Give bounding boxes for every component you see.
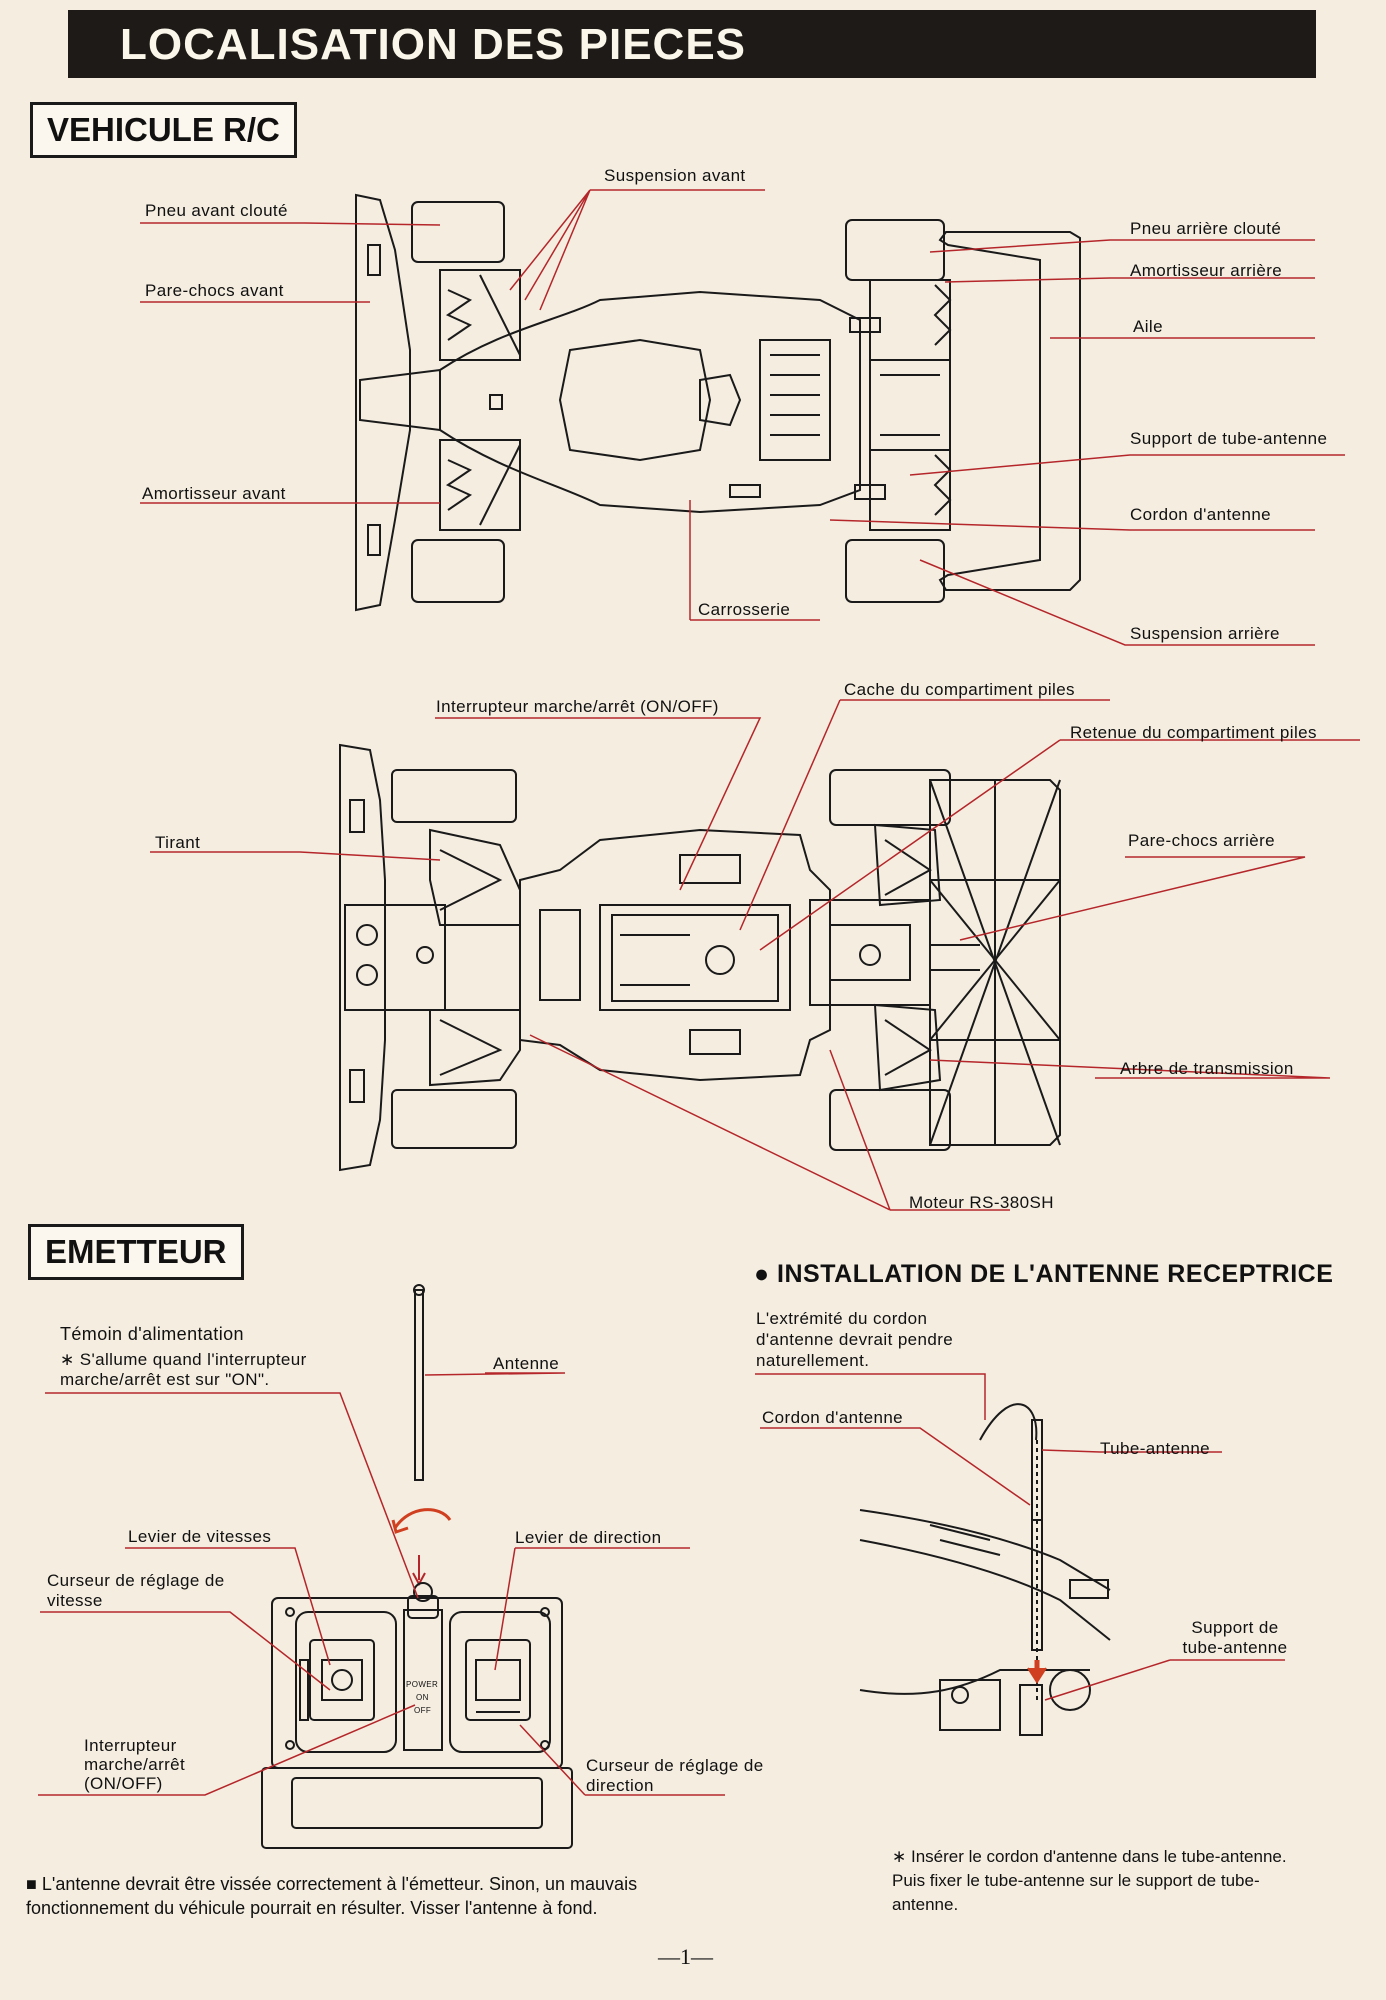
label-front-shock: Amortisseur avant xyxy=(142,484,286,503)
page-number: —1— xyxy=(658,1944,713,1969)
label-antenna-tube: Tube-antenne xyxy=(1100,1439,1211,1458)
label-wing: Aile xyxy=(1133,317,1163,336)
transmitter-section-title: EMETTEUR xyxy=(28,1224,244,1280)
antenna-instruction: ∗ Insérer le cordon d'antenne dans le tu… xyxy=(892,1847,1287,1914)
label-front-bumper: Pare-chocs avant xyxy=(145,281,284,300)
label-antenna-tube-support: Support de tube-antenne xyxy=(1130,429,1328,448)
label-front-suspension: Suspension avant xyxy=(604,166,746,185)
transmitter-drawing xyxy=(261,1284,573,1849)
label-install-antenna-cord: Cordon d'antenne xyxy=(762,1408,904,1427)
label-rear-shock: Amortisseur arrière xyxy=(1130,261,1283,280)
car-bottom-view xyxy=(339,743,1061,1172)
antenna-warning: ■ L'antenne devrait être vissée correcte… xyxy=(26,1874,638,1918)
antenna-install-drawing xyxy=(859,1403,1111,1736)
label-cord-tip: L'extrémité du cordon d'antenne devrait … xyxy=(756,1309,954,1370)
car-top-view xyxy=(355,193,1081,612)
panel-power-text: POWER xyxy=(406,1680,439,1689)
label-power-indicator: Témoin d'alimentation xyxy=(60,1324,244,1344)
label-motor: Moteur RS-380SH xyxy=(909,1193,1054,1212)
label-battery-retainer: Retenue du compartiment piles xyxy=(1070,723,1317,742)
label-front-spiked-tire: Pneu avant clouté xyxy=(145,201,288,220)
label-antenna-cord: Cordon d'antenne xyxy=(1130,505,1272,524)
panel-off-text: OFF xyxy=(414,1706,432,1715)
vehicle-section-title: VEHICULE R/C xyxy=(30,102,297,158)
panel-on-text: ON xyxy=(416,1693,429,1702)
header-banner: LOCALISATION DES PIECES xyxy=(68,10,1316,78)
label-power-switch: Interrupteur marche/arrêt (ON/OFF) xyxy=(436,697,719,716)
label-rear-spiked-tire: Pneu arrière clouté xyxy=(1130,219,1282,238)
label-body: Carrosserie xyxy=(698,600,791,619)
label-tie-rod: Tirant xyxy=(155,833,201,852)
label-battery-cover: Cache du compartiment piles xyxy=(844,680,1075,699)
label-rear-suspension: Suspension arrière xyxy=(1130,624,1280,643)
page-title: LOCALISATION DES PIECES xyxy=(120,20,747,69)
label-steering-trim: Curseur de réglage de direction xyxy=(586,1756,764,1795)
label-speed-trim: Curseur de réglage de vitesse xyxy=(47,1571,225,1610)
label-drive-shaft: Arbre de transmission xyxy=(1120,1059,1294,1078)
label-power-indicator-note: ∗ S'allume quand l'interrupteur marche/a… xyxy=(60,1350,307,1389)
label-transmitter-power-switch: Interrupteur marche/arrêt (ON/OFF) xyxy=(84,1736,186,1793)
label-speed-lever: Levier de vitesses xyxy=(128,1527,272,1546)
label-steering-lever: Levier de direction xyxy=(515,1528,662,1547)
label-rear-bumper: Pare-chocs arrière xyxy=(1128,831,1276,850)
label-antenna: Antenne xyxy=(493,1354,560,1373)
leader-lines xyxy=(38,189,1360,1796)
antenna-install-title: ● INSTALLATION DE L'ANTENNE RECEPTRICE xyxy=(754,1260,1334,1288)
label-tube-support: Support de tube-antenne xyxy=(1182,1618,1288,1657)
